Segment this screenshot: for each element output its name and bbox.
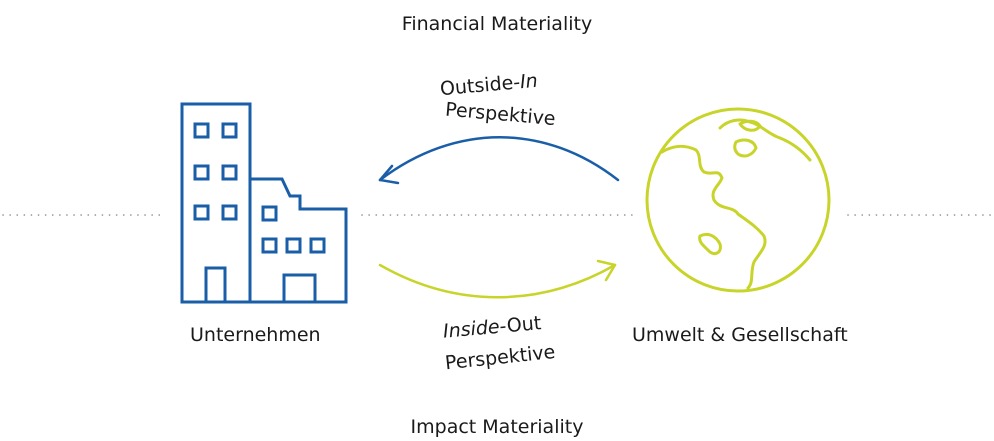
globe-icon — [645, 107, 831, 293]
inside-out-text-a: Inside — [442, 316, 500, 343]
impact-materiality-title: Impact Materiality — [410, 416, 584, 438]
inside-out-perspektive: Perspektive — [444, 341, 556, 374]
svg-text:Inside-Out: Inside-Out — [442, 312, 542, 342]
outside-in-arrow — [378, 136, 620, 185]
financial-materiality-title: Financial Materiality — [401, 13, 593, 35]
outside-in-text-a: Outside- — [439, 71, 521, 100]
company-label: Unternehmen — [190, 324, 321, 346]
inside-out-text-b: -Out — [499, 312, 543, 338]
inside-out-label: Inside-Out Perspektive — [442, 312, 556, 374]
world-label: Umwelt & Gesellschaft — [632, 324, 848, 346]
outside-in-text-b: In — [519, 70, 539, 93]
outside-in-label: Outside-In Perspektive — [439, 70, 556, 130]
svg-text:Outside-In: Outside-In — [439, 70, 538, 100]
inside-out-arrow — [378, 259, 617, 299]
building-icon — [180, 102, 348, 304]
outside-in-perspektive: Perspektive — [444, 99, 556, 131]
